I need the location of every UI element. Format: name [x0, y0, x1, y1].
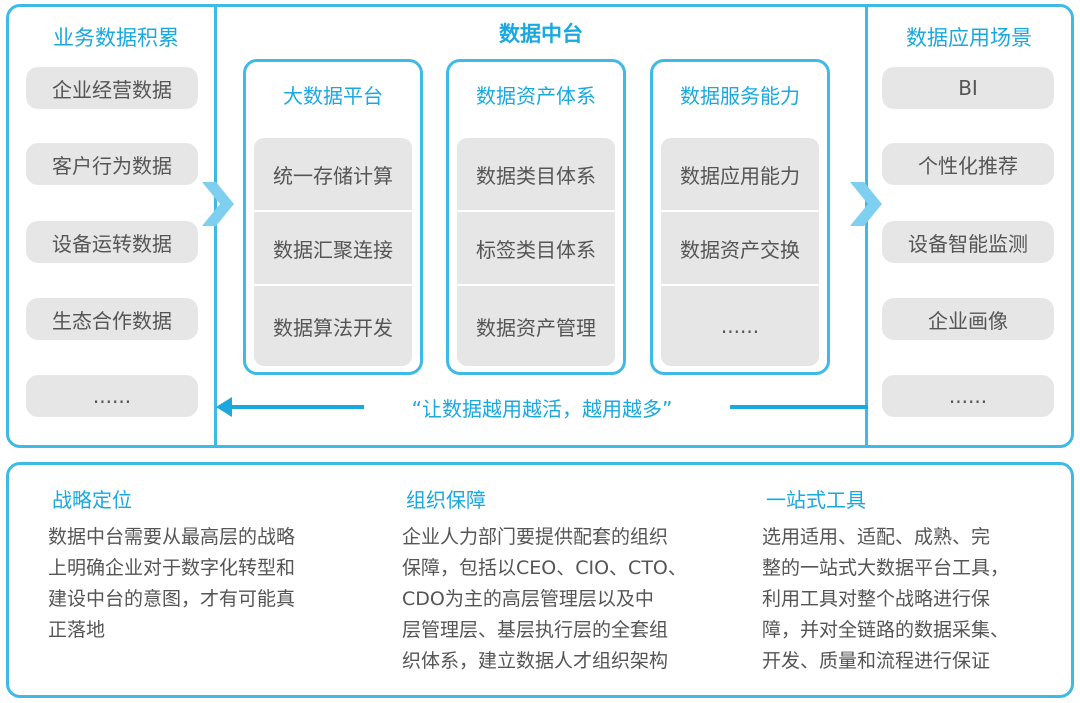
right-item-2: 个性化推荐 [882, 143, 1054, 185]
strategy-title: 战略定位 [52, 488, 132, 512]
organization-body: 企业人力部门要提供配套的组织 保障，包括以CEO、CIO、CTO、 CDO为主的… [402, 522, 742, 677]
panel-cell: 数据类目体系 [457, 138, 615, 210]
left-item-5: ...... [26, 375, 198, 417]
body-line: CDO为主的高层管理层以及中 [402, 588, 654, 610]
left-item-4: 生态合作数据 [26, 298, 198, 340]
center-title: 数据中台 [499, 22, 583, 46]
panel-title: 大数据平台 [283, 84, 383, 108]
panel-cell: 标签类目体系 [457, 212, 615, 284]
slogan: “让数据越用越活，越用越多” [411, 397, 673, 421]
left-column-title: 业务数据积累 [53, 26, 179, 50]
panel-data-service-capability: 数据服务能力 数据应用能力 数据资产交换 ...... [650, 59, 830, 375]
body-line: 企业人力部门要提供配套的组织 [402, 526, 669, 548]
feedback-arrow-icon [216, 397, 868, 417]
bottom-framework [6, 462, 1074, 698]
body-line: 保障，包括以CEO、CIO、CTO、 [402, 557, 687, 579]
panel-title: 数据资产体系 [476, 84, 596, 108]
panel-data-asset-system: 数据资产体系 数据类目体系 标签类目体系 数据资产管理 [446, 59, 626, 375]
right-item-5: ...... [882, 375, 1054, 417]
panel-cell: 数据资产交换 [661, 212, 819, 284]
body-line: 正落地 [48, 619, 106, 641]
arrow-right-icon [850, 182, 882, 226]
body-line: 上明确企业对于数字化转型和 [48, 557, 296, 579]
panel-cell: 数据应用能力 [661, 138, 819, 210]
body-line: 选用适用、适配、成熟、完 [762, 526, 991, 548]
strategy-body: 数据中台需要从最高层的战略 上明确企业对于数字化转型和 建设中台的意图，才有可能… [48, 522, 368, 646]
body-line: 建设中台的意图，才有可能真 [48, 588, 296, 610]
body-line: 织体系，建立数据人才组织架构 [402, 650, 669, 672]
body-line: 数据中台需要从最高层的战略 [48, 526, 296, 548]
organization-title: 组织保障 [406, 488, 486, 512]
panel-big-data-platform: 大数据平台 统一存储计算 数据汇聚连接 数据算法开发 [243, 59, 423, 375]
right-column-title: 数据应用场景 [906, 26, 1032, 50]
panel-cell: 数据资产管理 [457, 286, 615, 366]
panel-cell: 数据汇聚连接 [254, 212, 412, 284]
body-line: 整的一站式大数据平台工具， [762, 557, 1010, 579]
panel-cell: ...... [661, 286, 819, 366]
right-item-3: 设备智能监测 [882, 221, 1054, 263]
arrow-right-icon [202, 182, 234, 226]
right-divider [865, 7, 868, 445]
right-item-1: BI [882, 67, 1054, 109]
body-line: 障，并对全链路的数据采集、 [762, 619, 1010, 641]
left-item-3: 设备运转数据 [26, 221, 198, 263]
panel-cell: 统一存储计算 [254, 138, 412, 210]
left-item-2: 客户行为数据 [26, 143, 198, 185]
body-line: 开发、质量和流程进行保证 [762, 650, 991, 672]
top-framework [6, 4, 1074, 448]
one-stop-tool-title: 一站式工具 [766, 488, 866, 512]
right-item-4: 企业画像 [882, 298, 1054, 340]
panel-title: 数据服务能力 [680, 84, 800, 108]
body-line: 利用工具对整个战略进行保 [762, 588, 991, 610]
body-line: 层管理层、基层执行层的全套组 [402, 619, 669, 641]
left-item-1: 企业经营数据 [26, 67, 198, 109]
one-stop-tool-body: 选用适用、适配、成熟、完 整的一站式大数据平台工具， 利用工具对整个战略进行保 … [762, 522, 1062, 677]
panel-cell: 数据算法开发 [254, 286, 412, 366]
